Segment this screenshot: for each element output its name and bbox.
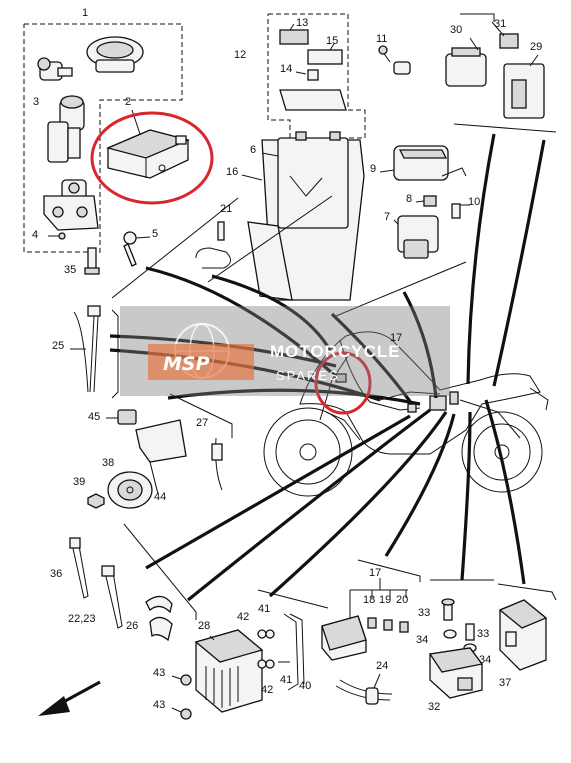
front-direction-arrow	[38, 680, 101, 716]
callout-c12: 12	[234, 49, 246, 61]
callout-c34b: 34	[479, 654, 491, 666]
group-box-1	[23, 23, 183, 253]
clamp-21	[195, 221, 231, 269]
callout-c2223: 22,23	[68, 613, 96, 625]
ignitor-unit	[106, 109, 190, 179]
leader-lines	[109, 133, 546, 602]
callout-c44: 44	[154, 491, 166, 503]
watermark: MSP MOTORCYCLE SPARES	[120, 306, 450, 396]
callout-c17a: 17	[390, 332, 402, 344]
relay-9	[379, 145, 467, 181]
callout-c40: 40	[299, 680, 311, 692]
callout-c41b: 41	[280, 674, 292, 686]
callout-c17b: 17	[369, 567, 381, 579]
horn-group	[87, 409, 223, 509]
callout-c9: 9	[370, 163, 376, 175]
highlight-circle-ignitor	[90, 111, 214, 205]
watermark-logo: MSP	[163, 353, 210, 375]
callout-c20: 20	[396, 594, 408, 606]
band-25	[70, 305, 101, 393]
callout-c42a: 42	[237, 611, 249, 623]
callout-c36: 36	[50, 568, 62, 580]
cable-ties	[69, 537, 123, 629]
fuse-box-group	[279, 23, 411, 111]
relay-group-top-right	[445, 21, 545, 119]
callout-c27: 27	[196, 417, 208, 429]
callout-c24: 24	[376, 660, 388, 672]
watermark-line1: MOTORCYCLE	[270, 342, 401, 361]
callout-c18: 18	[363, 594, 375, 606]
callout-c16: 16	[226, 166, 238, 178]
bracket-40	[257, 613, 305, 691]
battery-group	[241, 131, 365, 301]
callout-c3: 3	[33, 96, 39, 108]
ignition-lock-group	[37, 36, 151, 275]
unit-37	[498, 599, 548, 671]
callout-c21: 21	[220, 203, 232, 215]
callout-c19: 19	[379, 594, 391, 606]
callout-c31: 31	[494, 18, 506, 30]
callout-c6: 6	[250, 144, 256, 156]
bracket-lines	[111, 13, 557, 620]
callout-c26: 26	[126, 620, 138, 632]
callout-c37: 37	[499, 677, 511, 689]
callout-c43b: 43	[153, 699, 165, 711]
callout-c32: 32	[428, 701, 440, 713]
callout-c29: 29	[530, 41, 542, 53]
watermark-line2: SPARES	[276, 368, 340, 383]
callout-c8: 8	[406, 193, 412, 205]
callout-c28: 28	[198, 620, 210, 632]
callout-c10: 10	[468, 196, 480, 208]
clamp-24	[335, 673, 393, 705]
callout-c45: 45	[88, 411, 100, 423]
callout-c38: 38	[102, 457, 114, 469]
callout-c15: 15	[326, 35, 338, 47]
callout-c33b: 33	[477, 628, 489, 640]
callout-c35: 35	[64, 264, 76, 276]
callout-c30: 30	[450, 24, 462, 36]
callout-c11: 11	[376, 33, 387, 45]
group-box-12	[267, 13, 366, 139]
ignitor-location-mark	[335, 373, 347, 383]
highlight-circle-bike	[314, 351, 372, 415]
callout-c13: 13	[296, 17, 308, 29]
callout-c2: 2	[125, 96, 131, 108]
callout-c43a: 43	[153, 667, 165, 679]
callout-c34a: 34	[416, 634, 428, 646]
callout-c42b: 42	[261, 684, 273, 696]
fuse-group	[321, 578, 409, 661]
callout-c5: 5	[152, 228, 158, 240]
holder-26	[145, 595, 173, 642]
callout-c14: 14	[280, 63, 292, 75]
unit-32	[428, 598, 484, 699]
callout-c41a: 41	[258, 603, 270, 615]
rectifier-regulator	[171, 629, 264, 720]
callout-c1: 1	[82, 7, 88, 19]
callout-c4: 4	[32, 229, 38, 241]
starter-relay	[393, 195, 470, 259]
callout-c25: 25	[52, 340, 64, 352]
callout-c39: 39	[73, 476, 85, 488]
callout-c33a: 33	[418, 607, 430, 619]
callout-c7: 7	[384, 211, 390, 223]
